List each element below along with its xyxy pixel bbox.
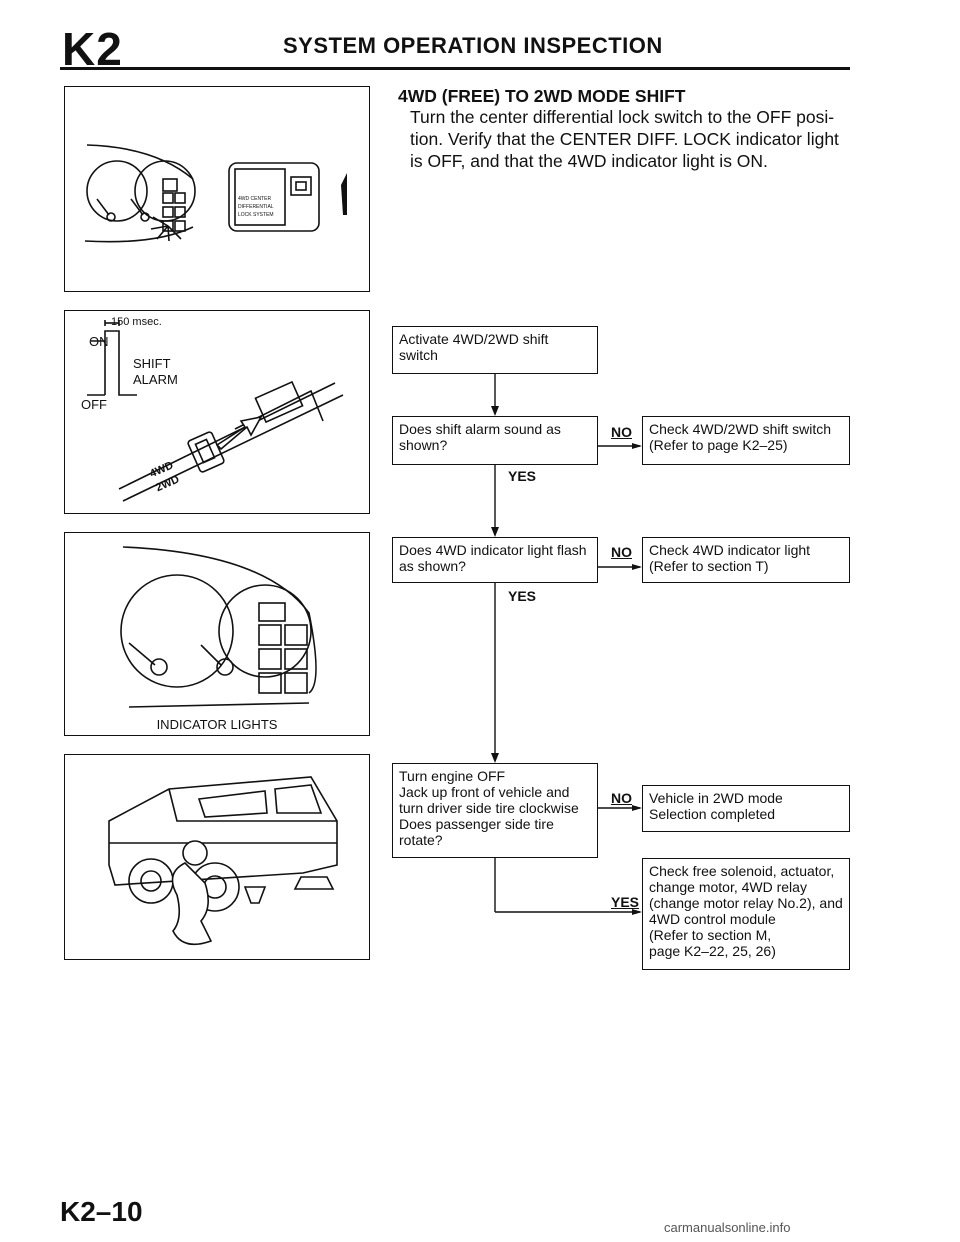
flow-text: change motor, 4WD relay — [649, 879, 807, 895]
procedure-line: tion. Verify that the CENTER DIFF. LOCK … — [410, 129, 839, 149]
no-label: NO — [611, 424, 632, 440]
figure-shift-alarm: 150 msec. ON OFF SHIFT ALARM 4WD 2WD — [64, 310, 370, 514]
off-label: OFF — [81, 397, 107, 412]
flow-text: Check free solenoid, actuator, — [649, 863, 835, 879]
flow-step-activate-switch: Activate 4WD/2WD shift switch — [392, 326, 598, 374]
flow-text: Check 4WD/2WD shift switch — [649, 421, 832, 437]
flow-action-check-shift-switch: Check 4WD/2WD shift switch (Refer to pag… — [642, 416, 850, 465]
flow-text: turn driver side tire clockwise — [399, 800, 579, 816]
page-number: K2–10 — [60, 1196, 143, 1227]
flow-question-tire-rotate: Turn engine OFF Jack up front of vehicle… — [392, 763, 598, 858]
dashboard-illustration: 4WD CENTER DIFFERENTIAL LOCK SYSTEM — [84, 144, 347, 243]
shift-alarm-illustration: 150 msec. ON OFF SHIFT ALARM 4WD 2WD — [81, 316, 344, 502]
procedure-line: Turn the center differential lock switch… — [410, 107, 835, 127]
vehicle-illustration — [108, 776, 338, 946]
switch-line-1: 4WD CENTER — [238, 196, 271, 202]
header-rule — [60, 67, 850, 70]
flow-text: shown? — [399, 437, 448, 453]
flow-text: (Refer to section T) — [649, 558, 769, 574]
yes-label: YES — [508, 588, 537, 604]
flow-text: (change motor relay No.2), and — [649, 895, 843, 911]
flow-text: switch — [399, 347, 438, 363]
on-label: ON — [89, 334, 109, 349]
page-title: SYSTEM OPERATION INSPECTION — [283, 33, 663, 58]
flow-text: 4WD control module — [649, 911, 776, 927]
indicator-illustration: INDICATOR LIGHTS — [120, 546, 317, 732]
no-label: NO — [611, 544, 632, 560]
section-code: K2 — [62, 23, 123, 75]
flow-text: Turn engine OFF — [399, 768, 506, 784]
flow-text: as shown? — [399, 558, 466, 574]
timing-label: 150 msec. — [111, 316, 162, 328]
switch-line-3: LOCK SYSTEM — [238, 212, 274, 218]
yes-label: YES — [508, 468, 537, 484]
switch-line-2: DIFFERENTIAL — [238, 204, 274, 210]
flow-question-indicator-flash: Does 4WD indicator light flash as shown? — [392, 537, 598, 583]
no-label: NO — [611, 790, 632, 806]
procedure-heading: 4WD (FREE) TO 2WD MODE SHIFT — [398, 86, 686, 106]
flow-action-check-components: Check free solenoid, actuator, change mo… — [642, 858, 850, 970]
figure-indicator-lights: INDICATOR LIGHTS — [64, 532, 370, 736]
flow-text: page K2–22, 25, 26) — [649, 943, 776, 959]
figure-caption: INDICATOR LIGHTS — [157, 717, 278, 732]
flow-text: (Refer to section M, — [649, 927, 772, 943]
watermark: carmanualsonline.info — [664, 1220, 791, 1235]
procedure-line: is OFF, and that the 4WD indicator light… — [410, 151, 768, 171]
flow-question-shift-alarm: Does shift alarm sound as shown? — [392, 416, 598, 465]
flow-text: Selection completed — [649, 806, 776, 822]
flow-text: Does shift alarm sound as — [399, 421, 561, 437]
flow-text: Activate 4WD/2WD shift — [399, 331, 549, 347]
flow-action-check-indicator: Check 4WD indicator light (Refer to sect… — [642, 537, 850, 583]
flow-text: rotate? — [399, 832, 443, 848]
yes-label: YES — [611, 894, 640, 910]
signal-label: ALARM — [133, 372, 178, 387]
flow-text: Vehicle in 2WD mode — [649, 790, 783, 806]
procedure-body: Turn the center differential lock switch… — [410, 106, 850, 172]
flow-text: Does passenger side tire — [399, 816, 554, 832]
flow-text: Jack up front of vehicle and — [399, 784, 570, 800]
flow-text: (Refer to page K2–25) — [649, 437, 788, 453]
figure-jack-vehicle — [64, 754, 370, 960]
figure-dash-switch: 4WD CENTER DIFFERENTIAL LOCK SYSTEM — [64, 86, 370, 292]
flow-text: Check 4WD indicator light — [649, 542, 811, 558]
flow-result-2wd-mode: Vehicle in 2WD mode Selection completed — [642, 785, 850, 832]
signal-label: SHIFT — [133, 356, 171, 371]
flow-text: Does 4WD indicator light flash — [399, 542, 587, 558]
